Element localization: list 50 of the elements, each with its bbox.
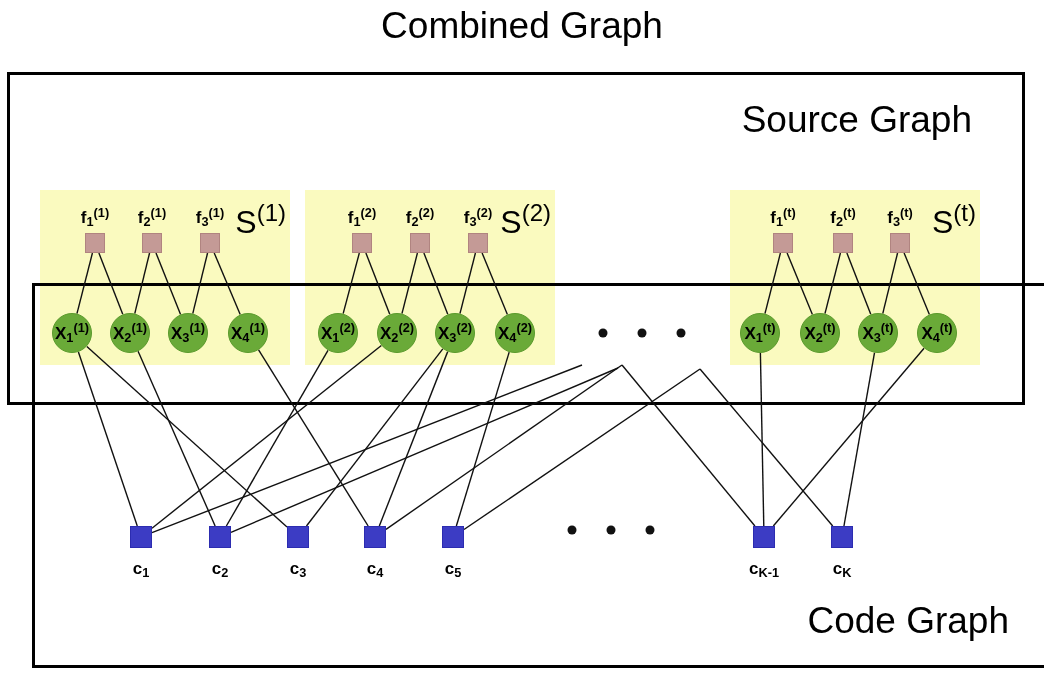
frame-title: Code Graph xyxy=(807,602,1009,639)
edge-line xyxy=(882,252,899,315)
check-label: c$_{K}$ xyxy=(832,560,852,577)
edge-line xyxy=(192,252,209,315)
edge-line xyxy=(213,252,241,316)
edge-line xyxy=(151,344,383,529)
edge-line xyxy=(423,252,449,316)
edge-line xyxy=(305,348,444,527)
subgraph-label: S$^{(2)}$ xyxy=(500,206,551,238)
edge-line xyxy=(378,350,449,527)
edge-line xyxy=(459,252,477,315)
edge-line xyxy=(764,252,782,315)
edge-line xyxy=(230,367,619,534)
check-label: c$_{3}$ xyxy=(289,560,307,577)
edge-line xyxy=(786,252,814,316)
edge-line xyxy=(759,352,765,527)
edge-line xyxy=(401,252,419,315)
edge-line xyxy=(342,252,361,315)
diagram-title: Combined Graph xyxy=(380,5,664,47)
edge-line xyxy=(699,368,834,527)
edge-line xyxy=(76,252,94,315)
subgraph-label: S$^{(t)}$ xyxy=(932,206,976,238)
edge-line xyxy=(151,364,583,534)
check-label: c$_{2}$ xyxy=(211,560,229,577)
edge-line xyxy=(134,252,151,315)
edge-line xyxy=(86,345,288,528)
edge-line xyxy=(843,352,876,527)
edge-line xyxy=(155,252,182,316)
edge-line xyxy=(257,349,369,527)
edge-line xyxy=(137,350,216,527)
edge-line xyxy=(385,364,623,531)
subgraph-label: S$^{(1)}$ xyxy=(235,206,286,238)
edge-line xyxy=(463,368,701,531)
edge-line xyxy=(365,252,391,316)
edge-line xyxy=(903,252,931,316)
check-label: c$_{5}$ xyxy=(444,560,462,577)
edge-line xyxy=(98,252,124,316)
edge-line xyxy=(846,252,872,316)
frame-title: Source Graph xyxy=(741,101,972,138)
edge-line xyxy=(455,351,510,527)
graph-frame xyxy=(32,283,1044,668)
graph-frame xyxy=(7,72,1025,405)
check-label: c$_{1}$ xyxy=(132,560,150,577)
edge-line xyxy=(772,347,925,527)
check-label: c$_{4}$ xyxy=(366,560,384,577)
edge-line xyxy=(621,364,756,527)
edge-line xyxy=(77,351,138,527)
check-label: c$_{K-1}$ xyxy=(749,560,779,577)
edge-line xyxy=(481,252,509,316)
edge-line xyxy=(824,252,842,315)
